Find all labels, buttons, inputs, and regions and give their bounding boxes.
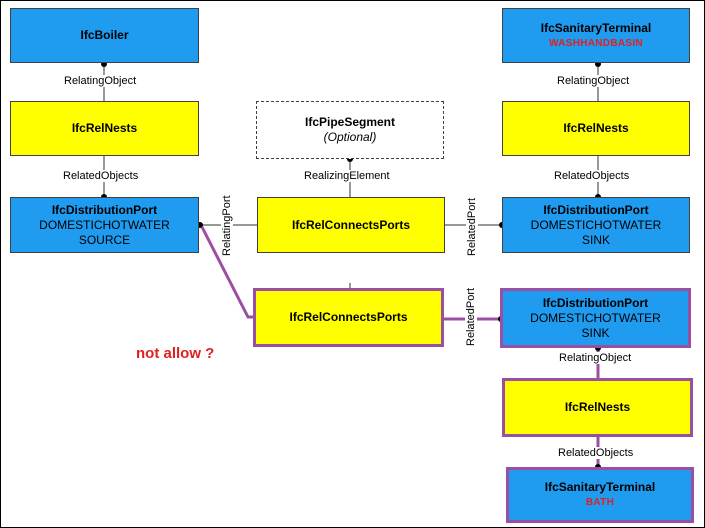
port-source-box[interactable]: IfcDistributionPort DOMESTICHOTWATER SOU… xyxy=(10,197,199,253)
highlight-source-to-connects xyxy=(200,226,254,319)
port-sink-top-box[interactable]: IfcDistributionPort DOMESTICHOTWATER SIN… xyxy=(502,197,690,253)
rel-nests-bottom-box[interactable]: IfcRelNests xyxy=(502,378,693,437)
port-source-title: IfcDistributionPort xyxy=(51,202,158,217)
label-relating-object-right: RelatingObject xyxy=(556,75,631,87)
port-sink-top-line1: DOMESTICHOTWATER xyxy=(530,217,662,232)
port-sink-top-line2: SINK xyxy=(581,232,610,247)
sanitary-top-box[interactable]: IfcSanitaryTerminal WASHHANDBASIN xyxy=(502,8,690,63)
pipe-segment-box[interactable]: IfcPipeSegment (Optional) xyxy=(256,101,444,159)
label-related-port-top: RelatedPort xyxy=(466,196,478,257)
port-sink-bottom-line1: DOMESTICHOTWATER xyxy=(530,310,661,325)
port-source-line1: DOMESTICHOTWATER xyxy=(39,217,170,232)
label-related-objects-right: RelatedObjects xyxy=(553,170,631,182)
label-related-objects-bottom: RelatedObjects xyxy=(557,447,635,459)
label-relating-object-left: RelatingObject xyxy=(63,75,138,87)
pipe-segment-subtitle: (Optional) xyxy=(323,130,377,144)
pipe-segment-title: IfcPipeSegment xyxy=(304,115,396,129)
rel-nests-right-box[interactable]: IfcRelNests xyxy=(502,101,690,156)
port-sink-bottom-title: IfcDistributionPort xyxy=(542,295,649,310)
sanitary-bottom-title: IfcSanitaryTerminal xyxy=(544,480,656,494)
rel-nests-right-title: IfcRelNests xyxy=(563,121,629,135)
rel-nests-left-box[interactable]: IfcRelNests xyxy=(10,101,199,156)
port-sink-top-title: IfcDistributionPort xyxy=(543,202,649,217)
note-not-allow: not allow ? xyxy=(136,345,215,362)
label-related-objects-left: RelatedObjects xyxy=(62,170,140,182)
connects-bottom-title: IfcRelConnectsPorts xyxy=(289,310,408,324)
label-relating-object-bottom: RelatingObject xyxy=(558,352,633,364)
connects-bottom-box[interactable]: IfcRelConnectsPorts xyxy=(253,288,444,347)
sanitary-top-subtitle: WASHHANDBASIN xyxy=(549,37,643,49)
label-related-port-bottom: RelatedPort xyxy=(465,286,477,347)
boiler-box[interactable]: IfcBoiler xyxy=(10,8,199,63)
sanitary-bottom-box[interactable]: IfcSanitaryTerminal BATH xyxy=(506,467,694,523)
port-sink-bottom-line2: SINK xyxy=(581,325,610,340)
label-relating-port: RelatingPort xyxy=(221,194,233,257)
connects-top-title: IfcRelConnectsPorts xyxy=(291,217,411,232)
boiler-title: IfcBoiler xyxy=(80,28,129,42)
sanitary-top-title: IfcSanitaryTerminal xyxy=(540,20,652,35)
port-source-line2: SOURCE xyxy=(78,232,131,247)
port-sink-bottom-box[interactable]: IfcDistributionPort DOMESTICHOTWATER SIN… xyxy=(500,288,691,348)
connects-top-box[interactable]: IfcRelConnectsPorts xyxy=(257,197,445,253)
rel-nests-left-title: IfcRelNests xyxy=(71,121,138,135)
label-realizing-element: RealizingElement xyxy=(303,170,391,182)
sanitary-bottom-subtitle: BATH xyxy=(585,497,615,508)
rel-nests-bottom-title: IfcRelNests xyxy=(564,400,631,414)
